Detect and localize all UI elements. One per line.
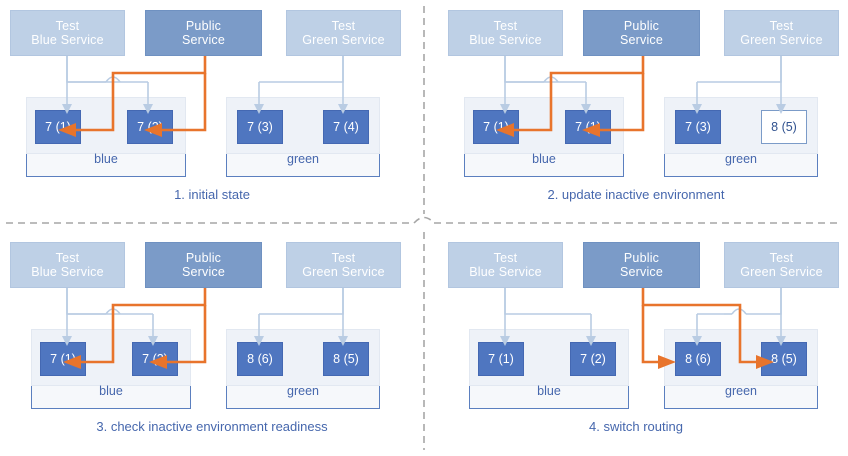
test-blue-service-label-line2: Blue Service <box>31 265 104 279</box>
instance-box: 8 (6) <box>675 342 721 376</box>
instance-label: 7 (3) <box>247 120 273 134</box>
test-green-service-label-line2: Green Service <box>302 265 385 279</box>
instance-label: 7 (1) <box>483 120 509 134</box>
test-blue-service-label-line1: Test <box>493 19 518 33</box>
instance-label: 7 (2) <box>137 120 163 134</box>
panel-1: Test Blue Service Public Service Test Gr… <box>0 0 424 228</box>
panel-2: Test Blue Service Public Service Test Gr… <box>424 0 848 228</box>
environment-green: 8 (6) 8 (5) green <box>664 329 818 409</box>
instance-box: 7 (2) <box>132 342 178 376</box>
environment-name-green: green <box>725 152 757 166</box>
environment-blue: 7 (1) 7 (1) blue <box>464 97 624 177</box>
instance-box: 7 (1) <box>35 110 81 144</box>
public-service-label-line2: Service <box>619 33 664 47</box>
instance-label: 7 (1) <box>50 352 76 366</box>
test-green-service-box: Test Green Service <box>286 10 401 56</box>
public-service-label-line1: Public <box>185 19 222 33</box>
instance-label: 7 (2) <box>142 352 168 366</box>
instance-label: 7 (1) <box>575 120 601 134</box>
test-green-service-label-line2: Green Service <box>302 33 385 47</box>
instance-box: 7 (2) <box>570 342 616 376</box>
instance-box: 7 (1) <box>40 342 86 376</box>
public-service-box: Public Service <box>145 10 262 56</box>
test-blue-service-box: Test Blue Service <box>448 242 563 288</box>
public-service-box: Public Service <box>583 10 700 56</box>
instance-box: 7 (3) <box>237 110 283 144</box>
instance-box: 8 (5) <box>761 342 807 376</box>
environment-name-green: green <box>287 152 319 166</box>
panel-4: Test Blue Service Public Service Test Gr… <box>424 228 848 456</box>
environment-green: 7 (3) 7 (4) green <box>226 97 380 177</box>
instance-box: 7 (4) <box>323 110 369 144</box>
test-blue-service-label-line2: Blue Service <box>31 33 104 47</box>
public-service-label-line1: Public <box>623 19 660 33</box>
public-service-label-line2: Service <box>181 265 226 279</box>
instance-label: 8 (6) <box>247 352 273 366</box>
public-service-label-line2: Service <box>181 33 226 47</box>
test-blue-service-label-line2: Blue Service <box>469 265 542 279</box>
panel-2-caption: 2. update inactive environment <box>547 187 725 202</box>
environment-green: 7 (3) 8 (5) green <box>664 97 818 177</box>
instance-box: 7 (1) <box>473 110 519 144</box>
panel-3: Test Blue Service Public Service Test Gr… <box>0 228 424 456</box>
instance-box: 7 (2) <box>127 110 173 144</box>
public-service-label-line1: Public <box>185 251 222 265</box>
test-blue-service-box: Test Blue Service <box>448 10 563 56</box>
test-green-service-label-line1: Test <box>331 251 356 265</box>
public-service-label-line1: Public <box>623 251 660 265</box>
environment-name-blue: blue <box>532 152 556 166</box>
environment-name-green: green <box>725 384 757 398</box>
panel-4-caption: 4. switch routing <box>589 419 683 434</box>
instance-label: 7 (4) <box>333 120 359 134</box>
test-green-service-label-line2: Green Service <box>740 265 823 279</box>
instance-label: 8 (5) <box>333 352 359 366</box>
instance-box: 7 (3) <box>675 110 721 144</box>
test-green-service-label-line2: Green Service <box>740 33 823 47</box>
instance-label: 7 (1) <box>45 120 71 134</box>
panel-1-caption: 1. initial state <box>174 187 250 202</box>
test-blue-service-label-line1: Test <box>55 19 80 33</box>
instance-box: 7 (1) <box>478 342 524 376</box>
instance-label: 8 (5) <box>771 352 797 366</box>
instance-box-new: 8 (5) <box>761 110 807 144</box>
environment-green: 8 (6) 8 (5) green <box>226 329 380 409</box>
environment-name-blue: blue <box>99 384 123 398</box>
public-service-box: Public Service <box>145 242 262 288</box>
test-green-service-box: Test Green Service <box>286 242 401 288</box>
instance-box: 8 (5) <box>323 342 369 376</box>
panel-3-caption: 3. check inactive environment readiness <box>96 419 328 434</box>
public-service-box: Public Service <box>583 242 700 288</box>
instance-label: 8 (5) <box>771 120 797 134</box>
instance-label: 8 (6) <box>685 352 711 366</box>
public-service-label-line2: Service <box>619 265 664 279</box>
environment-blue: 7 (1) 7 (2) blue <box>26 97 186 177</box>
environment-name-blue: blue <box>537 384 561 398</box>
test-green-service-label-line1: Test <box>769 19 794 33</box>
test-green-service-label-line1: Test <box>769 251 794 265</box>
instance-label: 7 (2) <box>580 352 606 366</box>
test-blue-service-label-line1: Test <box>55 251 80 265</box>
test-blue-service-label-line1: Test <box>493 251 518 265</box>
instance-label: 7 (1) <box>488 352 514 366</box>
instance-box: 8 (6) <box>237 342 283 376</box>
test-blue-service-label-line2: Blue Service <box>469 33 542 47</box>
instance-box: 7 (1) <box>565 110 611 144</box>
environment-blue: 7 (1) 7 (2) blue <box>469 329 629 409</box>
test-green-service-label-line1: Test <box>331 19 356 33</box>
environment-name-green: green <box>287 384 319 398</box>
test-blue-service-box: Test Blue Service <box>10 10 125 56</box>
environment-name-blue: blue <box>94 152 118 166</box>
instance-label: 7 (3) <box>685 120 711 134</box>
test-blue-service-box: Test Blue Service <box>10 242 125 288</box>
environment-blue: 7 (1) 7 (2) blue <box>31 329 191 409</box>
test-green-service-box: Test Green Service <box>724 10 839 56</box>
test-green-service-box: Test Green Service <box>724 242 839 288</box>
